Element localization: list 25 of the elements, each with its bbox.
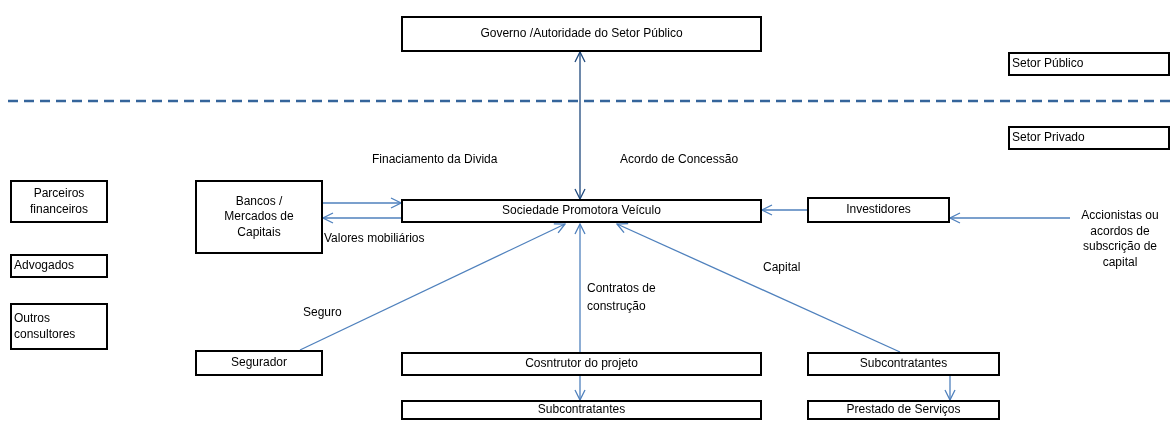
entity-box: Bancos / Mercados de Capitais: [195, 180, 323, 254]
arrow: [574, 51, 586, 200]
entity-box: Sociedade Promotora Veículo: [401, 199, 762, 223]
entity-box: Investidores: [807, 197, 950, 223]
source-label: Accionistas ou acordos de subscrição de capital: [1070, 208, 1170, 292]
entity-box: Prestado de Serviços: [807, 400, 1000, 420]
arrow: [322, 197, 402, 209]
arrow: [299, 223, 566, 351]
entity-box: Parceiros financeiros: [10, 180, 108, 223]
arrow: [944, 375, 956, 401]
arrow: [761, 204, 808, 216]
arrow: [574, 375, 586, 401]
entity-box: Setor Público: [1008, 52, 1170, 76]
entity-box: Advogados: [10, 254, 108, 278]
arrow: [574, 223, 586, 353]
arrow: [616, 222, 901, 353]
entity-box: Setor Privado: [1008, 126, 1170, 150]
arrow: [322, 212, 402, 224]
arrow: [949, 212, 1071, 224]
entity-box: Subcontratantes: [401, 400, 762, 420]
entity-box: Subcontratantes: [807, 352, 1000, 376]
entity-box: Cosntrutor do projeto: [401, 352, 762, 376]
entity-box: Segurador: [195, 350, 323, 376]
entity-box: Governo /Autoridade do Setor Público: [401, 16, 762, 52]
entity-box: Outros consultores: [10, 303, 108, 350]
